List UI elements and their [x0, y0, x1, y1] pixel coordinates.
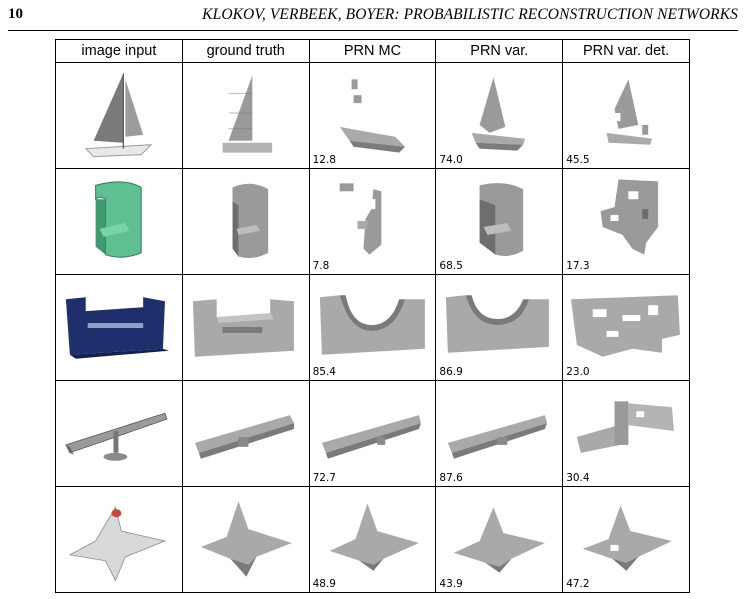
voxel-jet-icon: [583, 505, 673, 571]
ground-truth-bench: [181, 274, 310, 381]
score-label: 12.8: [312, 154, 336, 166]
header-row: image input ground truth PRN MC PRN var.…: [55, 39, 690, 63]
table-row: 72.7 87.6 30.4: [55, 380, 690, 487]
prn-mc-sailboat: 12.8: [308, 62, 437, 169]
voxel-jet-icon: [329, 503, 419, 571]
chair-render-icon: [95, 181, 142, 258]
voxel-chair-partial-icon: [339, 183, 381, 255]
ground-truth-lamp: [181, 380, 310, 487]
image-input-bench: [55, 274, 183, 381]
col-header-image-input: image input: [55, 39, 183, 63]
prn-var-bench: 86.9: [435, 274, 564, 381]
voxel-jet-icon: [454, 507, 546, 573]
score-label: 74.0: [439, 154, 463, 166]
table-row: 85.4 86.9 23.0: [55, 274, 690, 381]
score-label: 7.8: [312, 260, 330, 272]
prn-var-det-bench: 23.0: [562, 274, 690, 381]
ground-truth-jet: [181, 486, 310, 593]
table-row: 48.9 43.9 47.2: [55, 486, 690, 593]
prn-mc-bench: 85.4: [308, 274, 437, 381]
jet-render-icon: [68, 506, 167, 582]
score-label: 47.2: [566, 578, 590, 590]
voxel-lamp-noisy-icon: [577, 401, 675, 453]
running-title: KLOKOV, VERBEEK, BOYER: PROBABILISTIC RE…: [202, 6, 738, 23]
results-figure-table: image input ground truth PRN MC PRN var.…: [55, 39, 690, 593]
voxel-lamp-icon: [194, 415, 294, 459]
prn-var-sailboat: 74.0: [435, 62, 564, 169]
ground-truth-sailboat: [181, 62, 310, 169]
col-header-prn-var-det: PRN var. det.: [562, 39, 690, 63]
voxel-bench-icon: [319, 295, 425, 355]
score-label: 72.7: [312, 472, 336, 484]
score-label: 68.5: [439, 260, 463, 272]
header-rule: [8, 30, 738, 31]
prn-var-det-chair: 17.3: [562, 168, 690, 275]
image-input-jet: [55, 486, 183, 593]
score-label: 23.0: [566, 366, 590, 378]
prn-var-det-sailboat: 45.5: [562, 62, 690, 169]
prn-mc-lamp: 72.7: [308, 380, 437, 487]
col-header-prn-var: PRN var.: [435, 39, 564, 63]
prn-mc-jet: 48.9: [308, 486, 437, 593]
score-label: 30.4: [566, 472, 590, 484]
voxel-jet-icon: [200, 501, 292, 577]
col-header-prn-mc: PRN MC: [308, 39, 437, 63]
col-header-ground-truth: ground truth: [181, 39, 310, 63]
table-row: 7.8 68.5 17.3: [55, 168, 690, 275]
score-label: 45.5: [566, 154, 590, 166]
voxel-bench-icon: [446, 295, 550, 353]
bench-render-icon: [65, 297, 169, 359]
ground-truth-chair: [181, 168, 310, 275]
image-input-chair: [55, 168, 183, 275]
prn-var-lamp: 87.6: [435, 380, 564, 487]
voxel-lamp-icon: [448, 415, 548, 459]
image-input-lamp: [55, 380, 183, 487]
table-row: 12.8 74.0 45.5: [55, 62, 690, 169]
sailboat-render-icon: [84, 73, 153, 158]
prn-var-det-jet: 47.2: [562, 486, 690, 593]
prn-mc-chair: 7.8: [308, 168, 437, 275]
score-label: 85.4: [312, 366, 336, 378]
score-label: 86.9: [439, 366, 463, 378]
voxel-sailboat-icon: [222, 75, 272, 153]
prn-var-det-lamp: 30.4: [562, 380, 690, 487]
prn-var-jet: 43.9: [435, 486, 564, 593]
voxel-chair-icon: [479, 183, 524, 257]
score-label: 87.6: [439, 472, 463, 484]
voxel-chair-noisy-icon: [600, 179, 659, 255]
score-label: 43.9: [439, 578, 463, 590]
score-label: 48.9: [312, 578, 336, 590]
voxel-sailboat-noisy-icon: [606, 79, 653, 145]
voxel-sailboat-partial-icon: [339, 79, 405, 153]
score-label: 17.3: [566, 260, 590, 272]
voxel-bench-icon: [192, 299, 294, 357]
voxel-lamp-icon: [321, 415, 421, 459]
voxel-sailboat-icon: [472, 77, 526, 151]
voxel-bench-noisy-icon: [571, 295, 681, 357]
image-input-sailboat: [55, 62, 183, 169]
prn-var-chair: 68.5: [435, 168, 564, 275]
page-number: 10: [8, 6, 23, 22]
page-header: 10 KLOKOV, VERBEEK, BOYER: PROBABILISTIC…: [8, 6, 738, 28]
voxel-chair-icon: [232, 183, 268, 258]
lamp-render-icon: [65, 412, 168, 461]
